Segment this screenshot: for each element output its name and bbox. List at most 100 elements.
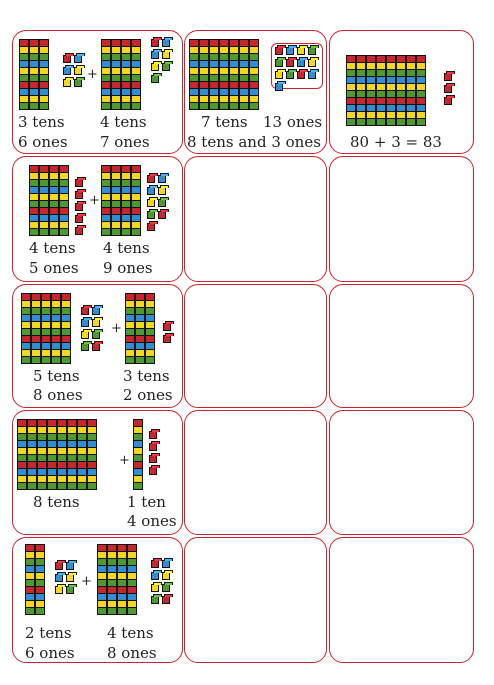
rod-segment [250,95,258,102]
rod-segment [26,600,34,607]
rod-segment [118,558,126,565]
ten-rod [101,39,111,110]
rod-segment [102,221,110,228]
rod-segment [30,186,38,193]
rod-segment [407,111,415,118]
ones-label: 7 ones [100,133,150,151]
rod-segment [112,207,120,214]
rod-segment [126,314,134,321]
rod-segment [357,104,365,111]
rod-segment [210,74,218,81]
rod-segment [220,95,228,102]
rod-segment [28,440,36,447]
one-cube [63,55,71,63]
one-cube [158,199,166,207]
rod-segment [357,118,365,125]
rod-segment [417,69,425,76]
tens-label: 4 tens [29,239,76,257]
rod-segment [58,426,66,433]
one-cube [162,572,170,580]
rod-segment [112,165,120,172]
rod-segment [60,179,68,186]
rod-segment [407,104,415,111]
rod-segment [417,97,425,104]
rod-segment [367,118,375,125]
tens-label: 4 tens [100,113,147,131]
rod-segment [347,97,355,104]
ones-label: 9 ones [103,259,153,277]
rod-segment [22,307,30,314]
rod-segment [48,461,56,468]
rod-segment [240,67,248,74]
rod-segment [30,39,38,46]
rod-segment [126,293,134,300]
rod-segment [357,83,365,90]
rod-segment [132,207,140,214]
rod-segment [30,46,38,53]
rod-segment [32,300,40,307]
rod-segment [52,293,60,300]
rod-segment [48,440,56,447]
rod-segment [112,46,120,53]
ten-rod [77,419,87,490]
tens-label: 7 tens [201,113,248,131]
rod-segment [40,81,48,88]
rod-segment [62,335,70,342]
rod-segment [367,55,375,62]
rod-segment [230,95,238,102]
rod-segment [22,328,30,335]
rod-segment [122,81,130,88]
rod-segment [397,104,405,111]
rod-segment [357,76,365,83]
rod-segment [88,454,96,461]
rod-segment [30,172,38,179]
rod-segment [30,67,38,74]
rod-segment [240,95,248,102]
rod-segment [112,88,120,95]
rod-segment [40,165,48,172]
rod-segment [88,426,96,433]
rod-segment [190,53,198,60]
rod-segment [60,228,68,235]
ones-label: 6 ones [18,133,68,151]
rod-segment [98,579,106,586]
rod-segment [126,335,134,342]
rod-segment [78,475,86,482]
rod-segment [36,607,44,614]
ones-label: 2 ones [123,386,173,404]
rod-segment [136,349,144,356]
rod-segment [40,179,48,186]
rod-segment [128,572,136,579]
one-cube [162,39,170,47]
rod-segment [26,558,34,565]
rod-segment [98,544,106,551]
rod-segment [28,447,36,454]
rod-segment [367,97,375,104]
rod-segment [122,74,130,81]
rod-segment [108,544,116,551]
rod-segment [122,88,130,95]
ten-rod [209,39,219,110]
ten-rod [19,39,29,110]
rod-segment [50,165,58,172]
rod-segment [134,461,142,468]
rod-segment [102,200,110,207]
rod-segment [18,454,26,461]
rod-segment [30,207,38,214]
rod-segment [230,67,238,74]
rod-segment [48,426,56,433]
rod-segment [397,83,405,90]
rod-segment [112,74,120,81]
rod-segment [417,111,425,118]
rod-segment [22,293,30,300]
rod-segment [122,102,130,109]
rod-segment [78,440,86,447]
rod-segment [62,314,70,321]
rod-segment [68,482,76,489]
ten-rod [59,165,69,236]
rod-segment [122,53,130,60]
rod-segment [377,90,385,97]
one-cube [275,47,283,55]
rod-segment [118,544,126,551]
rod-segment [367,76,375,83]
